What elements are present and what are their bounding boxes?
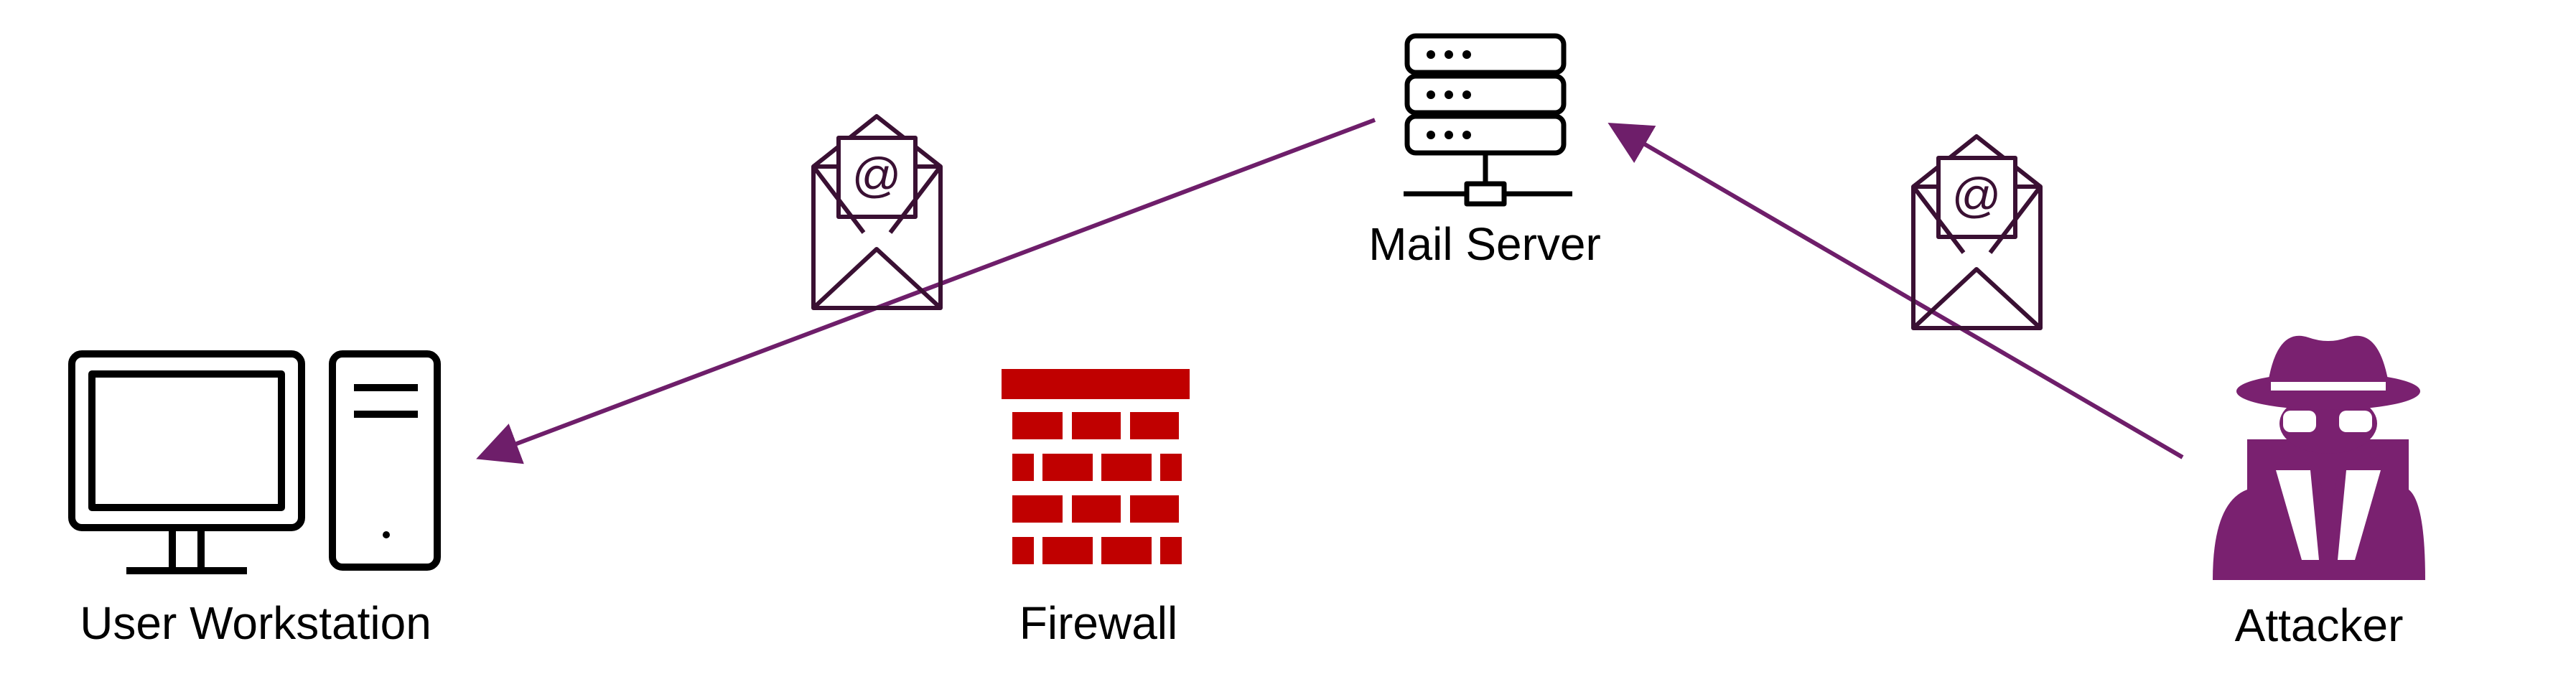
email-envelope-icon: @ — [1911, 134, 2043, 330]
node-label: Mail Server — [1368, 218, 1601, 270]
edge-mail-server-to-workstation — [476, 118, 1376, 464]
node-label: User Workstation — [80, 597, 431, 649]
svg-text:@: @ — [1951, 168, 2001, 223]
node-label: Attacker — [2235, 599, 2404, 651]
brick-wall-icon — [1002, 369, 1190, 564]
edge-attacker-to-mail-server — [1607, 122, 2184, 459]
node-label: Firewall — [1019, 597, 1177, 649]
firewall-node: Firewall — [1002, 369, 1190, 649]
server-stack-icon — [1404, 33, 1572, 207]
svg-text:@: @ — [851, 148, 901, 202]
attacker-node: Attacker — [2213, 335, 2425, 651]
email-envelope-icon: @ — [811, 114, 943, 310]
mail-server-node: Mail Server — [1368, 33, 1601, 270]
user-workstation-node: User Workstation — [68, 350, 441, 649]
spy-hacker-icon — [2213, 335, 2425, 580]
desktop-computer-icon — [68, 350, 441, 574]
